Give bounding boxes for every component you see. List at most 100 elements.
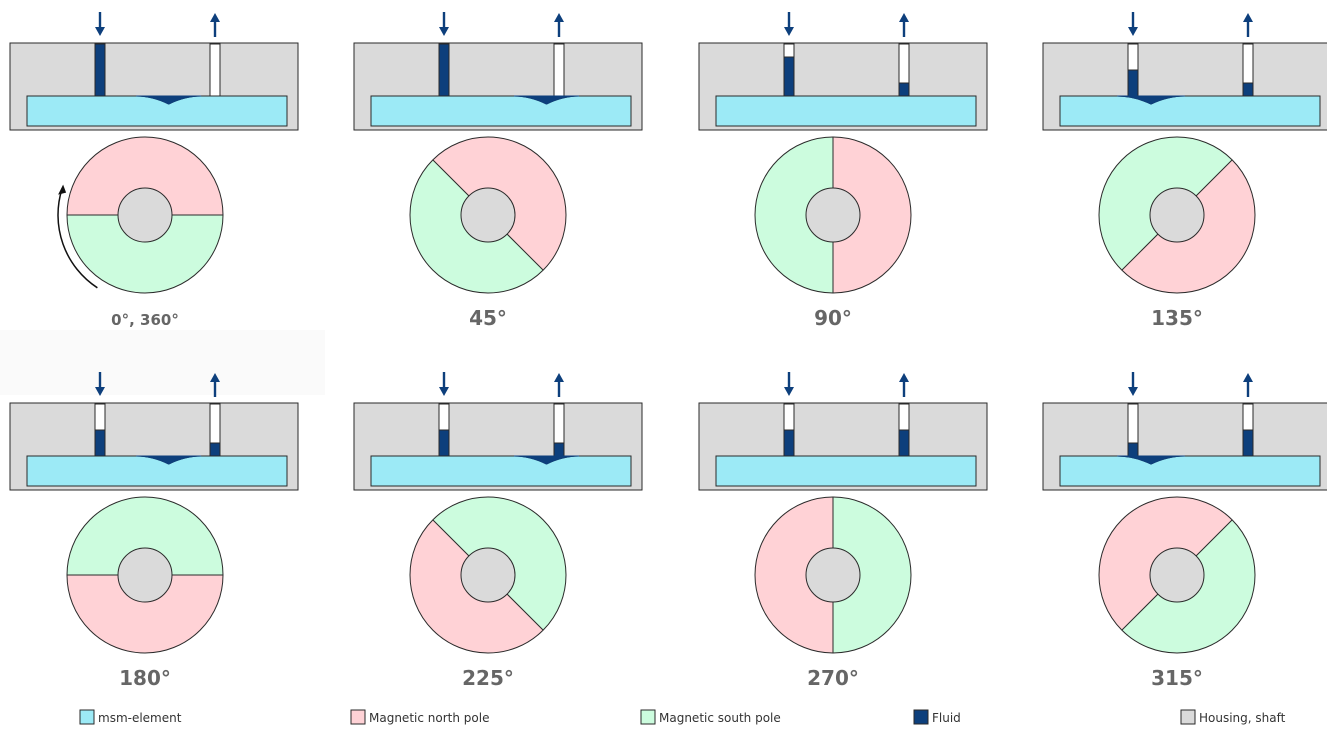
fluid-pocket: [513, 95, 580, 105]
magnet-outline: [1098, 496, 1256, 654]
msm-element: [370, 455, 632, 487]
fluid-pocket: [1117, 455, 1185, 465]
msm-element: [370, 95, 632, 127]
magnetic-north-pole: [67, 137, 223, 215]
inflow-arrow-head: [439, 387, 449, 396]
msm-element: [715, 95, 977, 127]
legend: msm-element Magnetic north pole Magnetic s…: [79, 709, 1286, 725]
outflow-arrow-head: [899, 13, 909, 22]
magnet-outline: [754, 496, 912, 654]
magnet-outline: [66, 496, 224, 654]
outlet-fluid: [1242, 82, 1254, 97]
panel-7: 315°: [1042, 372, 1327, 690]
magnet-outline: [409, 136, 567, 294]
panel-6: 270°: [698, 372, 988, 690]
outlet-fluid: [209, 442, 221, 457]
panel-4: 180°: [9, 372, 299, 690]
inflow-arrow-head: [439, 27, 449, 36]
fluid-pocket: [1117, 95, 1185, 105]
legend-label: Magnetic south pole: [659, 711, 781, 725]
msm-element: [26, 95, 288, 127]
panel-2: 90°: [698, 12, 988, 330]
inlet-fluid: [783, 56, 795, 97]
legend-label: msm-element: [98, 711, 182, 725]
magnetic-north-pole: [755, 497, 833, 653]
angle-label: 45°: [469, 306, 507, 330]
panels: 0°, 360° 45° 90° 135° 180° 225° 270° 315°: [9, 12, 1327, 690]
legend-swatch-fluid: [913, 709, 929, 725]
shaft: [805, 187, 861, 243]
fluid-pocket: [136, 455, 202, 465]
outflow-arrow-head: [899, 373, 909, 382]
magnetic-south-pole: [67, 215, 223, 293]
inflow-arrow-head: [95, 27, 105, 36]
rotation-arrow: [57, 188, 98, 289]
outflow-arrow-head: [554, 373, 564, 382]
magnet-outline: [409, 496, 567, 654]
outlet-fluid: [898, 82, 910, 97]
msm-element: [26, 455, 288, 487]
legend-swatch-north-pole: [350, 709, 366, 725]
outflow-arrow-head: [554, 13, 564, 22]
magnetic-south-pole: [833, 497, 911, 653]
panel-3: 135°: [1042, 12, 1327, 330]
angle-label: 315°: [1151, 666, 1203, 690]
outlet-tube: [209, 43, 221, 97]
inflow-arrow-head: [1128, 27, 1138, 36]
angle-label: 135°: [1151, 306, 1203, 330]
inflow-arrow-head: [1128, 387, 1138, 396]
magnetic-south-pole: [67, 497, 223, 575]
inlet-fluid: [438, 43, 450, 97]
angle-label: 0°, 360°: [111, 311, 179, 329]
magnetic-north-pole: [833, 137, 911, 293]
panel-0: 0°, 360°: [9, 12, 299, 329]
outlet-fluid: [898, 429, 910, 457]
angle-label: 270°: [807, 666, 859, 690]
shaft: [1149, 187, 1205, 243]
inlet-fluid: [783, 429, 795, 457]
outlet-tube: [553, 43, 565, 97]
panel-1: 45°: [353, 12, 643, 330]
shaft: [460, 547, 516, 603]
fluid-pocket: [136, 95, 202, 105]
magnet-outline: [1098, 136, 1256, 294]
msm-element: [1059, 95, 1321, 127]
inflow-arrow-head: [95, 387, 105, 396]
inlet-fluid: [94, 43, 106, 97]
inlet-fluid: [1127, 69, 1139, 97]
legend-label: Fluid: [932, 711, 961, 725]
angle-label: 180°: [119, 666, 171, 690]
shaft: [460, 187, 516, 243]
shaft: [1149, 547, 1205, 603]
legend-swatch-south-pole: [640, 709, 656, 725]
inlet-fluid: [94, 429, 106, 457]
legend-swatch-housing: [1180, 709, 1196, 725]
magnet-outline: [754, 136, 912, 294]
shaft: [117, 187, 173, 243]
shaft: [117, 547, 173, 603]
outflow-arrow-head: [210, 373, 220, 382]
legend-label: Housing, shaft: [1199, 711, 1286, 725]
fluid-pocket: [513, 455, 580, 465]
outflow-arrow-head: [1243, 373, 1253, 382]
magnetic-south-pole: [755, 137, 833, 293]
inlet-fluid: [438, 429, 450, 457]
legend-label: Magnetic north pole: [369, 711, 489, 725]
msm-element: [715, 455, 977, 487]
msm-element: [1059, 455, 1321, 487]
outlet-fluid: [553, 442, 565, 457]
outflow-arrow-head: [1243, 13, 1253, 22]
faint-background-patch: [0, 330, 325, 395]
angle-label: 225°: [462, 666, 514, 690]
inflow-arrow-head: [784, 27, 794, 36]
rotation-arrow-head: [58, 184, 67, 195]
shaft: [805, 547, 861, 603]
inlet-fluid: [1127, 442, 1139, 457]
inflow-arrow-head: [784, 387, 794, 396]
legend-swatch-msm-element: [79, 709, 95, 725]
panel-5: 225°: [353, 372, 643, 690]
outflow-arrow-head: [210, 13, 220, 22]
angle-label: 90°: [814, 306, 852, 330]
outlet-fluid: [1242, 429, 1254, 457]
